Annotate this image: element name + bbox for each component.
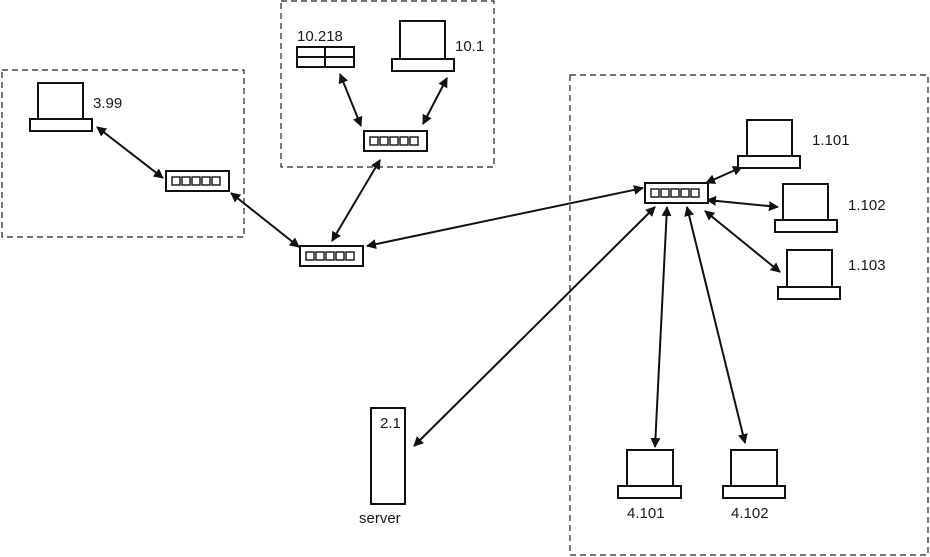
link-10-218	[338, 73, 363, 127]
label-1-102: 1.102	[848, 197, 886, 214]
link-top-center	[331, 159, 381, 242]
link-server	[413, 206, 656, 447]
link-4-102	[684, 206, 748, 444]
switch-right	[644, 182, 709, 204]
label-1-103: 1.103	[848, 257, 886, 274]
label-server: server	[359, 510, 401, 527]
switch-left	[165, 170, 230, 192]
computer-icon-4-101	[617, 449, 682, 499]
computer-icon-1-102	[774, 183, 838, 233]
link-1-101	[705, 166, 743, 184]
links	[96, 73, 781, 448]
switch-center	[299, 245, 364, 267]
link-left-center	[230, 192, 300, 248]
label-1-101: 1.101	[812, 132, 850, 149]
left-group-box	[1, 69, 245, 238]
label-4-101: 4.101	[627, 505, 665, 522]
label-server-address: 2.1	[380, 415, 401, 432]
storage-icon-10-218	[296, 46, 355, 68]
link-4-101	[650, 206, 672, 448]
link-10-1	[422, 77, 448, 125]
label-4-102: 4.102	[731, 505, 769, 522]
top-group-box	[280, 0, 495, 168]
label-10-218: 10.218	[297, 28, 343, 45]
computer-icon-3-99	[29, 82, 93, 132]
link-1-103	[704, 210, 781, 273]
computer-icon-1-101	[737, 119, 801, 169]
computer-icon-1-103	[777, 249, 841, 300]
computer-icon-4-102	[722, 449, 786, 499]
label-3-99: 3.99	[93, 95, 122, 112]
server-icon	[370, 407, 406, 505]
link-center-right	[366, 184, 644, 250]
link-3-99	[96, 126, 164, 179]
label-10-1: 10.1	[455, 38, 484, 55]
switch-top	[363, 130, 428, 152]
computer-icon-10-1	[391, 20, 455, 72]
link-1-102	[706, 195, 779, 212]
